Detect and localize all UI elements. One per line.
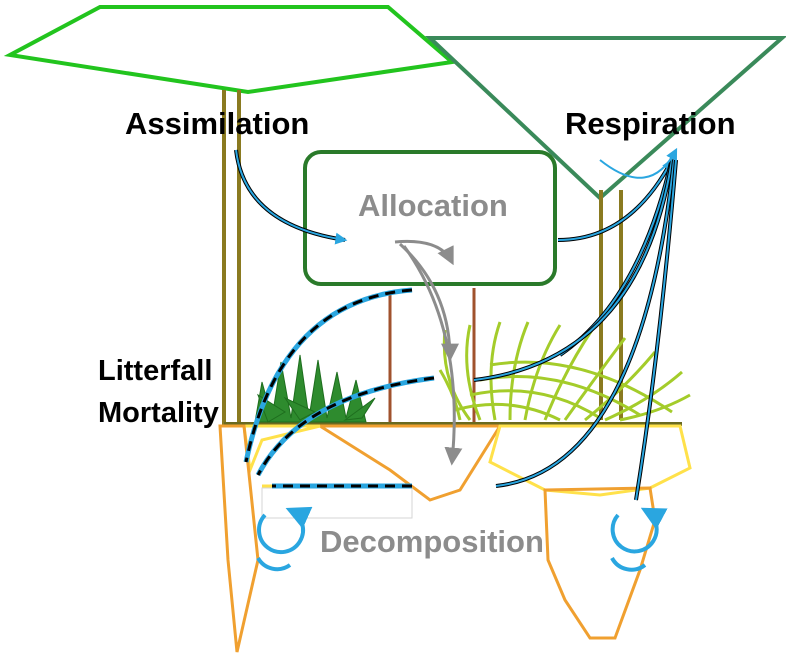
cycle-icon <box>258 510 303 569</box>
decomposition-label: Decomposition <box>320 524 544 559</box>
mortality-label: Mortality <box>98 397 219 429</box>
dark-grass-tuft <box>255 355 375 422</box>
allocation-label: Allocation <box>358 188 508 223</box>
respiration-label: Respiration <box>565 106 736 141</box>
tree-canopy <box>10 7 452 92</box>
litterfall-label: Litterfall <box>98 355 212 387</box>
assimilation-label: Assimilation <box>125 106 309 141</box>
